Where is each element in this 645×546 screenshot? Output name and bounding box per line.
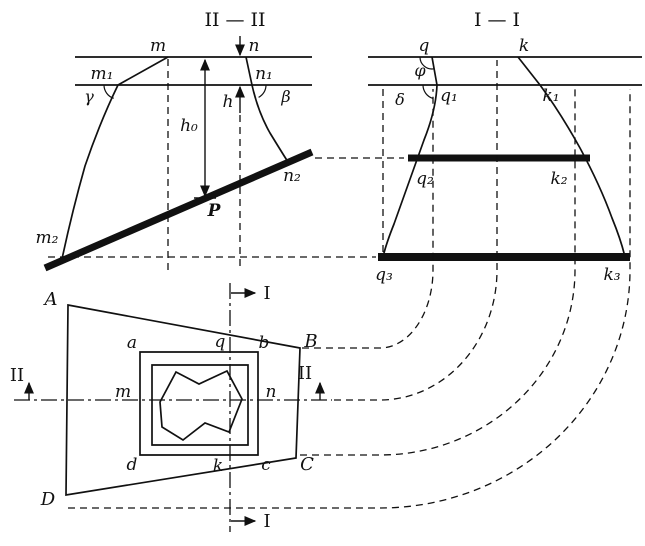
boundary-curve-k	[517, 56, 626, 258]
label-q3: q₃	[375, 265, 393, 285]
ore-seam-line	[43, 148, 314, 272]
label-plan-c: c	[261, 455, 271, 475]
label-q2: q₂	[416, 169, 434, 189]
cut-line-i-label-top: I	[263, 283, 270, 304]
label-beta: β	[280, 87, 290, 106]
label-delta: δ	[395, 90, 405, 109]
orebody-polygon	[159, 369, 243, 442]
label-q: q	[419, 36, 430, 56]
label-plan-A: A	[43, 289, 58, 310]
label-plan-D: D	[40, 489, 56, 510]
label-k: k	[519, 36, 529, 56]
label-plan-k: k	[213, 456, 223, 476]
gamma-angle-arc	[103, 84, 114, 99]
label-plan-B: B	[303, 331, 317, 352]
section-ii-view: II — II m n m₁ n₁ γ β h h₀ P m₂ n₂	[36, 9, 314, 272]
section-i-view: I — I q k φ δ q₁ k₁ q₂ k₂ q₃ k₃	[48, 9, 642, 285]
section-i-title: I — I	[474, 9, 520, 31]
delta-angle-arc	[422, 84, 434, 99]
label-m2: m₂	[36, 228, 59, 248]
cut-line-ii-label-right: II	[298, 363, 312, 384]
label-n: n	[249, 36, 260, 56]
label-n2: n₂	[283, 166, 301, 186]
plan-rect-abcd	[139, 351, 259, 456]
boundary-curve-n	[245, 56, 289, 163]
label-phi: φ	[414, 61, 426, 80]
beta-angle-arc	[258, 84, 267, 98]
transfer-arc-b-line	[302, 89, 434, 349]
plan-view: A B C D a b d c q k m n	[40, 289, 318, 510]
transfer-arc-n-line	[334, 60, 498, 401]
phi-angle-arc	[419, 56, 435, 70]
boundary-curve-q	[382, 56, 438, 258]
boundary-curve-m	[61, 56, 169, 260]
section-ii-title: II — II	[204, 9, 265, 31]
label-k1: k₁	[542, 86, 559, 106]
label-plan-n: n	[266, 382, 277, 402]
label-plan-b: b	[259, 333, 270, 353]
label-q1: q₁	[440, 86, 458, 106]
projection-transfer-arcs	[68, 60, 631, 509]
label-plan-q: q	[215, 332, 226, 352]
transfer-arc-bottom-line	[68, 89, 631, 509]
cut-lines: I I II II	[10, 283, 332, 532]
label-plan-d: d	[127, 455, 138, 475]
plan-rect-inner	[151, 364, 249, 446]
label-h: h	[223, 92, 234, 112]
label-k2: k₂	[550, 169, 567, 189]
label-h0: h₀	[180, 116, 198, 136]
label-p: P	[207, 201, 222, 221]
label-m: m	[150, 36, 166, 56]
cut-line-i-label-bottom: I	[263, 511, 270, 532]
plan-outline-trapezoid	[65, 303, 301, 496]
label-k3: k₃	[603, 265, 620, 285]
label-m1: m₁	[91, 64, 114, 84]
label-gamma: γ	[84, 87, 94, 106]
transfer-arc-k-line	[300, 89, 576, 456]
label-plan-a: a	[127, 333, 137, 353]
label-plan-C: C	[300, 454, 314, 475]
label-plan-m: m	[115, 382, 131, 402]
cut-line-ii-label-left: II	[10, 365, 24, 386]
label-n1: n₁	[255, 64, 273, 84]
